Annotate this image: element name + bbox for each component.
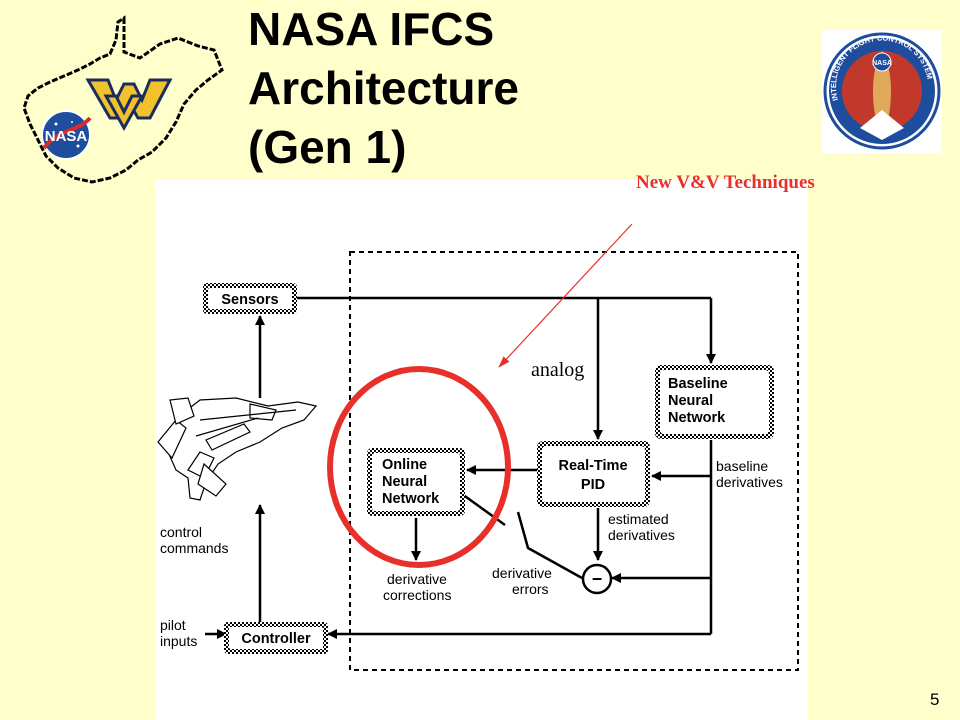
nasa-meatball-icon: NASA	[41, 110, 92, 160]
estimated-derivatives-label-2: derivatives	[608, 527, 675, 543]
title-line-2: Architecture	[248, 62, 519, 114]
sensors-block: Sensors	[203, 283, 297, 314]
baseline-label-3: Network	[668, 410, 726, 426]
control-commands-label-2: commands	[160, 540, 228, 556]
line-online-output	[461, 492, 506, 527]
patch-nasa-text: NASA	[872, 60, 892, 67]
derivative-corrections-label-1: derivative	[387, 571, 447, 587]
baseline-neural-network-block: Baseline Neural Network	[655, 365, 774, 439]
wvu-flying-wv-icon	[85, 78, 173, 132]
online-neural-network-block: Online Neural Network	[367, 448, 465, 516]
west-virginia-nasa-wvu-logo: NASA	[22, 15, 224, 184]
page-number: 5	[930, 690, 940, 709]
derivative-corrections-label-2: corrections	[383, 587, 451, 603]
pilot-inputs-label-2: inputs	[160, 633, 197, 649]
controller-label: Controller	[241, 631, 311, 647]
ifcs-boundary-dashed	[349, 251, 799, 671]
line-derivative-errors	[516, 511, 583, 580]
control-commands-label-1: control	[160, 524, 202, 540]
baseline-derivatives-label-1: baseline	[716, 458, 768, 474]
title-line-1: NASA IFCS	[248, 3, 495, 55]
intelligent-flight-control-system-patch: NASA INTELLIGENT FLIGHT CONTROL SYSTEM	[822, 30, 942, 153]
baseline-derivatives-label-2: derivatives	[716, 474, 783, 490]
baseline-label-2: Neural	[668, 393, 713, 409]
nasa-logo-text: NASA	[45, 128, 88, 145]
sensors-label: Sensors	[221, 292, 278, 308]
estimated-derivatives-label-1: estimated	[608, 511, 669, 527]
derivative-errors-label-1: derivative	[492, 565, 552, 581]
summing-junction: −	[581, 563, 613, 595]
pilot-inputs-label-1: pilot	[160, 617, 186, 633]
new-vv-techniques-annotation: New V&V Techniques	[636, 172, 815, 193]
pid-label-1: Real-Time	[558, 458, 627, 474]
derivative-errors-label-2: errors	[512, 581, 549, 597]
highlight-circle	[327, 366, 511, 568]
pid-label-2: PID	[581, 477, 605, 493]
real-time-pid-block: Real-Time PID	[537, 441, 650, 507]
slide-title: NASA IFCS Architecture (Gen 1)	[248, 0, 648, 177]
annotation-arrow	[498, 223, 633, 368]
baseline-label-1: Baseline	[668, 376, 728, 392]
f15-aircraft-icon	[157, 397, 318, 501]
controller-block: Controller	[224, 622, 328, 654]
online-label-3: Network	[382, 491, 440, 507]
online-label-1: Online	[382, 457, 427, 473]
title-line-3: (Gen 1)	[248, 121, 407, 173]
online-label-2: Neural	[382, 474, 427, 490]
signal-lines	[205, 296, 716, 639]
analog-label: analog	[531, 359, 584, 381]
summer-minus: −	[592, 569, 603, 589]
